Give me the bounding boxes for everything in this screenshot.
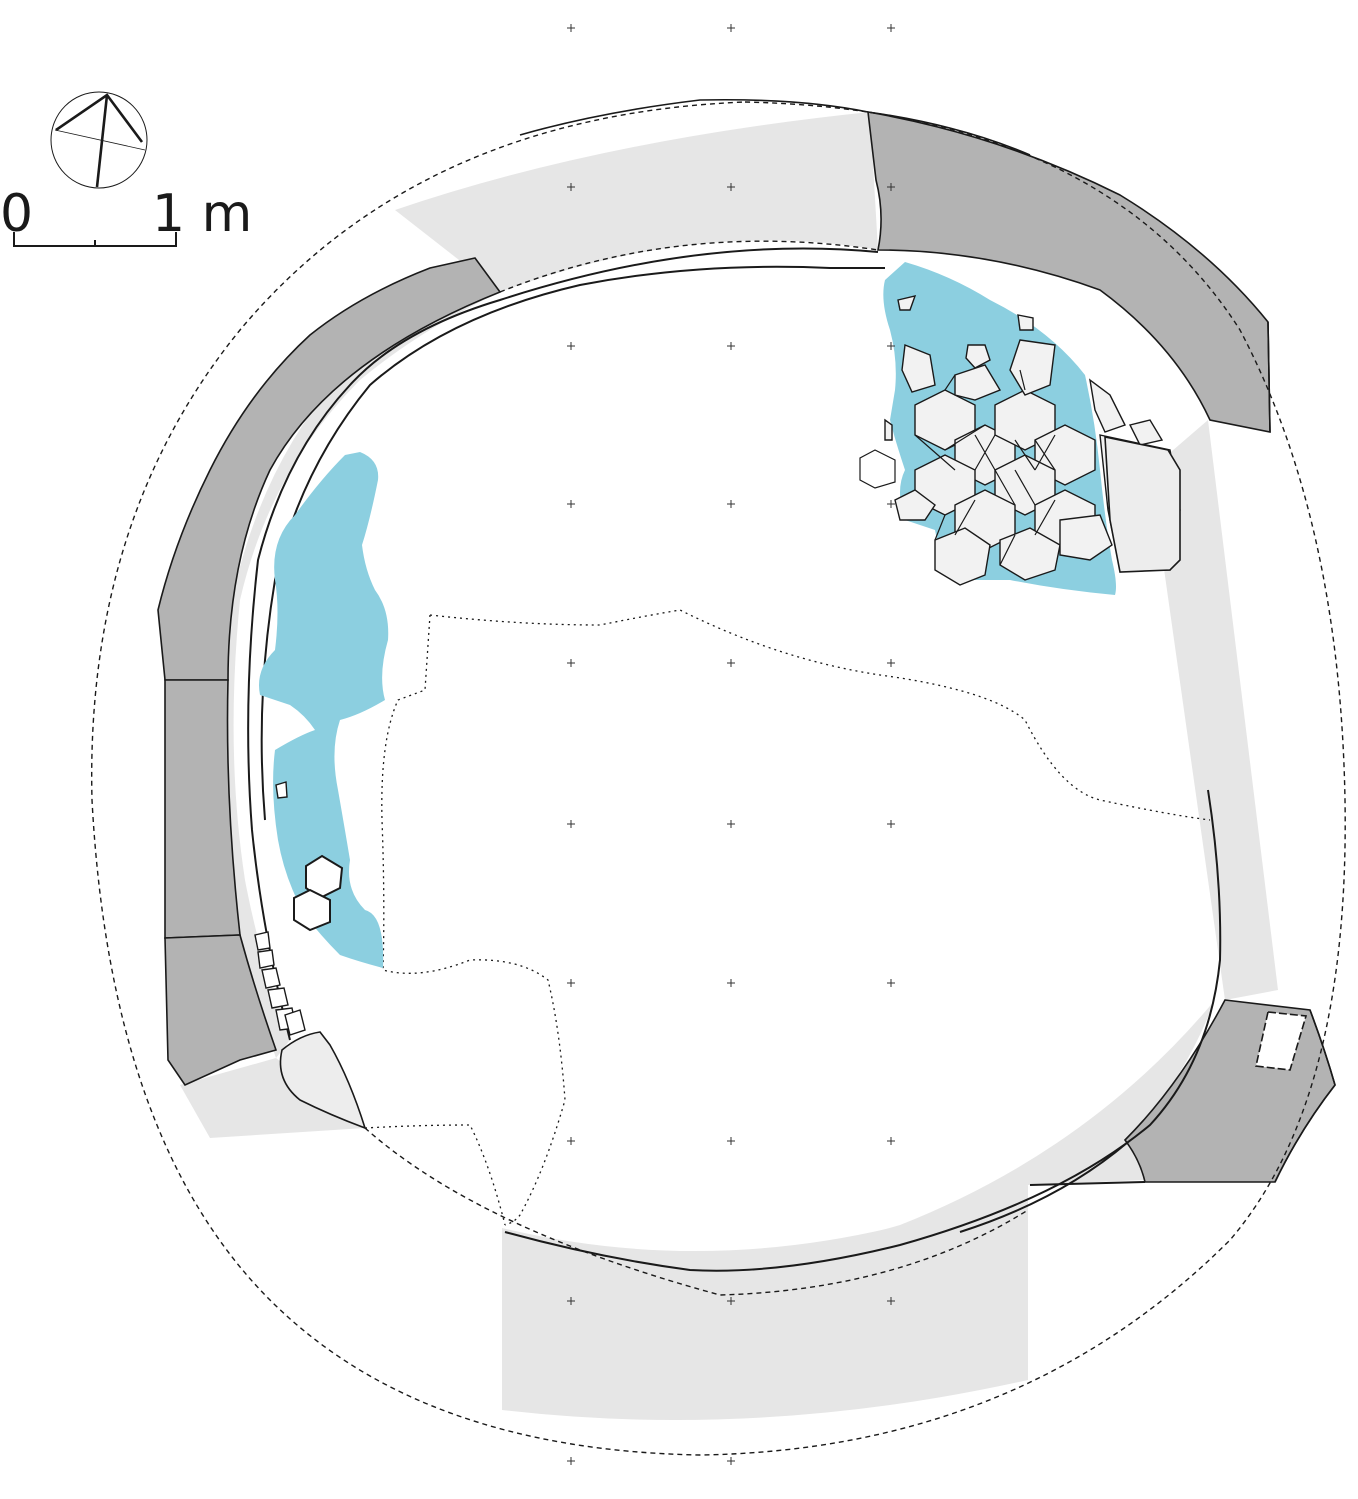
blue-deposit-west [259,452,389,968]
dark-wall-areas [157,111,1336,1183]
cross-marker-icon [727,500,735,508]
scale-bar [13,232,177,247]
cross-marker-icon [567,1457,575,1465]
cross-marker-icon [887,1137,895,1145]
cross-marker-icon [887,659,895,667]
cross-marker-icon [567,1137,575,1145]
dark-wall-west [157,257,502,681]
cross-marker-icon [887,500,895,508]
cross-marker-icon [567,979,575,987]
cross-marker-icon [887,183,895,191]
light-wall-east-strip [1150,420,1278,1000]
scale-label-zero: 0 [0,184,34,244]
inner-dashed-arc-south [364,1127,1029,1296]
outer-contour [519,98,1336,1183]
light-wall-south [502,1185,1028,1420]
north-arrow-icon [50,91,148,189]
cross-marker-icon [567,820,575,828]
light-ring-southeast [520,1000,1215,1269]
hexagon-stones [293,449,896,932]
rect-block-southeast [1255,1011,1308,1071]
dark-wall-west-lower [164,679,241,939]
cross-marker-icon [727,1297,735,1305]
dark-wall-northeast [867,111,1271,433]
inner-dashed-arc [499,240,879,293]
outer-dashed-ring [90,101,1346,1456]
cross-marker-icon [727,24,735,32]
mosaic-triangle-lines [914,369,1056,566]
cross-marker-icon [727,183,735,191]
cross-marker-icon [727,979,735,987]
stippled-stone-southwest [279,1031,367,1130]
stippled-stone-east [1104,436,1181,573]
light-wall-north [395,112,878,292]
cross-marker-icon [727,820,735,828]
small-stones-west [254,781,306,1036]
cross-marker-icon [887,1297,895,1305]
grid-markers [567,24,895,1465]
inner-floor-outline [247,247,1222,1272]
cross-marker-icon [727,1457,735,1465]
cross-marker-icon [727,342,735,350]
dotted-boundary [364,609,1211,1226]
dark-wall-southwest [164,934,278,1087]
cross-marker-icon [567,500,575,508]
cross-marker-icon [887,820,895,828]
light-wall-southwest [180,1058,365,1138]
stippled-stones [279,436,1181,1130]
cross-marker-icon [567,1297,575,1305]
cross-marker-icon [727,1137,735,1145]
cross-marker-icon [567,183,575,191]
cross-marker-icon [887,979,895,987]
cross-marker-icon [887,342,895,350]
cross-marker-icon [567,659,575,667]
light-wall-areas [180,112,1278,1420]
cross-marker-icon [567,342,575,350]
scale-label-one-meter: 1 m [152,184,253,244]
cross-marker-icon [727,659,735,667]
cross-marker-icon [567,24,575,32]
cross-marker-icon [887,24,895,32]
